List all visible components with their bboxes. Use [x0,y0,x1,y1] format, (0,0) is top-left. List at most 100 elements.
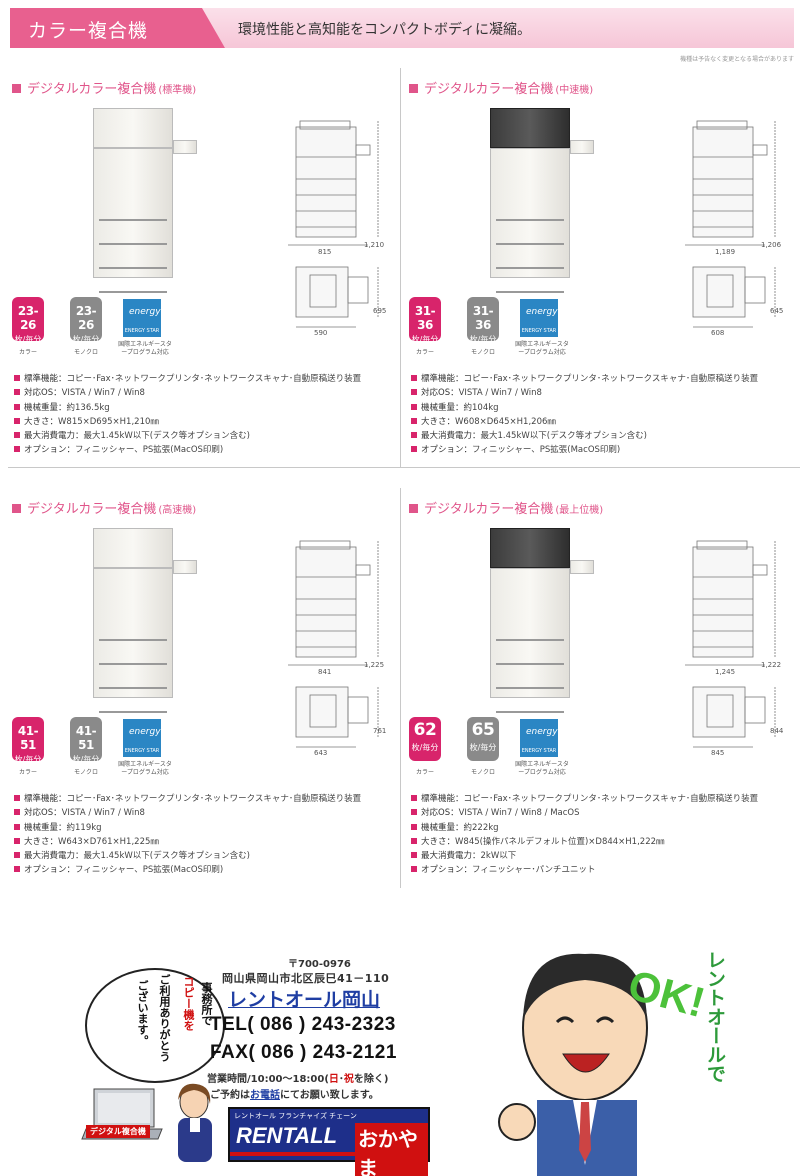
badge-mono-value: 23-26 [75,304,97,332]
dim-width: 1,189 [715,248,736,256]
spec-row: 標準機能：コピー･Fax･ネットワークプリンタ･ネットワークスキャナ･自動原稿送… [411,792,796,806]
spec-row: 機械重量：約119kg [14,821,399,835]
dim-height: 1,225 [364,661,385,669]
dim-base: 845 [711,749,725,757]
spec-row: オプション：フィニッシャー、PS拡張(MacOS印刷) [14,863,399,877]
scanner-unit [93,108,173,148]
spec-key: 標準機能： [421,794,464,804]
spec-key: 大きさ： [24,836,59,847]
dim-base: 590 [314,329,328,337]
dim-depth: 761 [373,727,387,735]
staff-svg [178,1083,212,1162]
spec-value: フィニッシャー、PS拡張(MacOS印刷) [75,445,224,456]
reserve-phone-link[interactable]: お電話 [250,1090,280,1101]
divider-vertical-bottom [400,488,401,888]
spec-row: 機械重量：約104kg [411,401,796,415]
spec-row: 最大消費電力：最大1.45kW以下(デスク等オプション含む) [14,849,399,863]
spec-key: 最大消費電力： [24,431,84,442]
spec-row: 大きさ：W815×D695×H1,210㎜ [14,415,399,429]
energy-star-script: energy [129,727,161,737]
spec-value: コピー･Fax･ネットワークプリンタ･ネットワークスキャナ･自動原稿送り装置 [66,794,362,804]
energy-star-script: energy [526,307,558,317]
bubble-text-1: 事務所で [200,982,213,1026]
paper-tray [99,291,167,293]
spec-value: VISTA / Win7 / Win8 [61,808,145,819]
title-marker-icon [12,504,21,513]
dimension-drawing: 1,222 1,245 844 845 [675,537,785,787]
page-header: 環境性能と高知能をコンパクトボディに凝縮。 カラー複合機 [10,8,794,48]
spec-list: 標準機能：コピー･Fax･ネットワークプリンタ･ネットワークスキャナ･自動原稿送… [411,792,796,878]
paper-tray [496,243,564,245]
paper-tray [99,687,167,689]
dimension-drawing-svg [288,120,379,328]
spec-key: 大きさ： [421,836,456,847]
spec-key: 対応OS： [24,388,62,399]
product-photo [480,100,595,293]
spec-row: 対応OS：VISTA / Win7 / Win8 [411,386,796,400]
rentall-logo: レントオール フランチャイズ チェーン RENTALL おかやま [228,1107,430,1176]
paper-tray [99,243,167,245]
paper-tray [99,711,167,713]
badge-color-value: 23-26 [17,304,39,332]
product-photo [83,520,198,713]
badge-color-value: 41-51 [17,724,39,752]
spec-key: オプション： [421,445,473,456]
badge-color-unit: 枚/毎分 [14,755,42,764]
reserve-text-a: ご予約は [210,1090,250,1101]
company-name[interactable]: レントオール岡山 [228,989,381,1011]
spec-key: 機械重量： [421,402,464,413]
badge-mono-unit: 枚/毎分 [469,743,497,752]
spec-value: W643×D761×H1,225㎜ [58,836,159,847]
spec-value: 最大1.45kW以下(デスク等オプション含む) [83,851,250,862]
energy-star-note: 国際エネルギースタープログラム対応 [515,341,569,356]
spec-row: 最大消費電力：最大1.45kW以下(デスク等オプション含む) [14,429,399,443]
address: 岡山県岡山市北区辰巳41－110 [222,972,390,985]
paper-tray [496,663,564,665]
spec-row: オプション：フィニッシャー、PS拡張(MacOS印刷) [411,443,796,457]
spec-key: 対応OS： [421,808,459,819]
energy-star-script: energy [129,307,161,317]
spec-row: オプション：フィニッシャー、PS拡張(MacOS印刷) [14,443,399,457]
reserve-text-b: にてお願い致します。 [280,1090,379,1101]
spec-key: 機械重量： [421,822,464,833]
spec-row: 標準機能：コピー･Fax･ネットワークプリンタ･ネットワークスキャナ･自動原稿送… [14,792,399,806]
spec-row: 標準機能：コピー･Fax･ネットワークプリンタ･ネットワークスキャナ･自動原稿送… [411,372,796,386]
spec-list: 標準機能：コピー･Fax･ネットワークプリンタ･ネットワークスキャナ･自動原稿送… [14,372,399,458]
hours-sunday: 日 [328,1074,339,1085]
footer: 事務所で コピー機を ご利用ありがとう ございます。 デジタル複合機 〒700-… [0,950,808,1176]
spec-row: オプション：フィニッシャー･パンチユニット [411,863,796,877]
spec-row: 対応OS：VISTA / Win7 / Win8 / MacOS [411,806,796,820]
paper-tray [496,711,564,713]
energy-star-note: 国際エネルギースタープログラム対応 [118,761,172,776]
badge-mono-speed: 65 枚/毎分 [467,717,499,761]
product-panel-mid: デジタルカラー複合機(中速機) 1,206 1,189 645 608 [405,72,795,487]
spec-value: VISTA / Win7 / Win8 [61,388,145,399]
badge-mono-value: 65 [471,720,495,740]
bubble-line-2: コピー機を [181,976,196,1031]
energy-star-note: 国際エネルギースタープログラム対応 [515,761,569,776]
energy-star-text: ENERGY STAR [124,748,160,754]
badge-color-unit: 枚/毎分 [411,743,439,752]
spec-row: 大きさ：W643×D761×H1,225㎜ [14,835,399,849]
spec-value: コピー･Fax･ネットワークプリンタ･ネットワークスキャナ･自動原稿送り装置 [463,794,759,804]
dimension-drawing-svg [288,540,379,748]
scanner-unit [93,528,173,568]
spec-row: 機械重量：約136.5kg [14,401,399,415]
spec-key: オプション： [421,865,473,876]
badge-color-label: カラー [415,349,434,356]
telephone[interactable]: TEL( 086 ) 243-2323 [210,1014,396,1035]
dim-depth: 844 [770,727,784,735]
hours-text-a: 営業時間/10:00～18:00( [207,1074,329,1085]
spec-list: 標準機能：コピー･Fax･ネットワークプリンタ･ネットワークスキャナ･自動原稿送… [411,372,796,458]
header-note: 機種は予告なく変更となる場合があります [680,56,794,63]
printer-body [93,148,173,293]
header-bar: 環境性能と高知能をコンパクトボディに凝縮。 [200,8,794,48]
bubble-text-3: ご利用ありがとう [158,974,171,1062]
product-grade: (中速機) [555,85,594,96]
spec-key: オプション： [24,865,76,876]
printer-body [490,148,570,293]
